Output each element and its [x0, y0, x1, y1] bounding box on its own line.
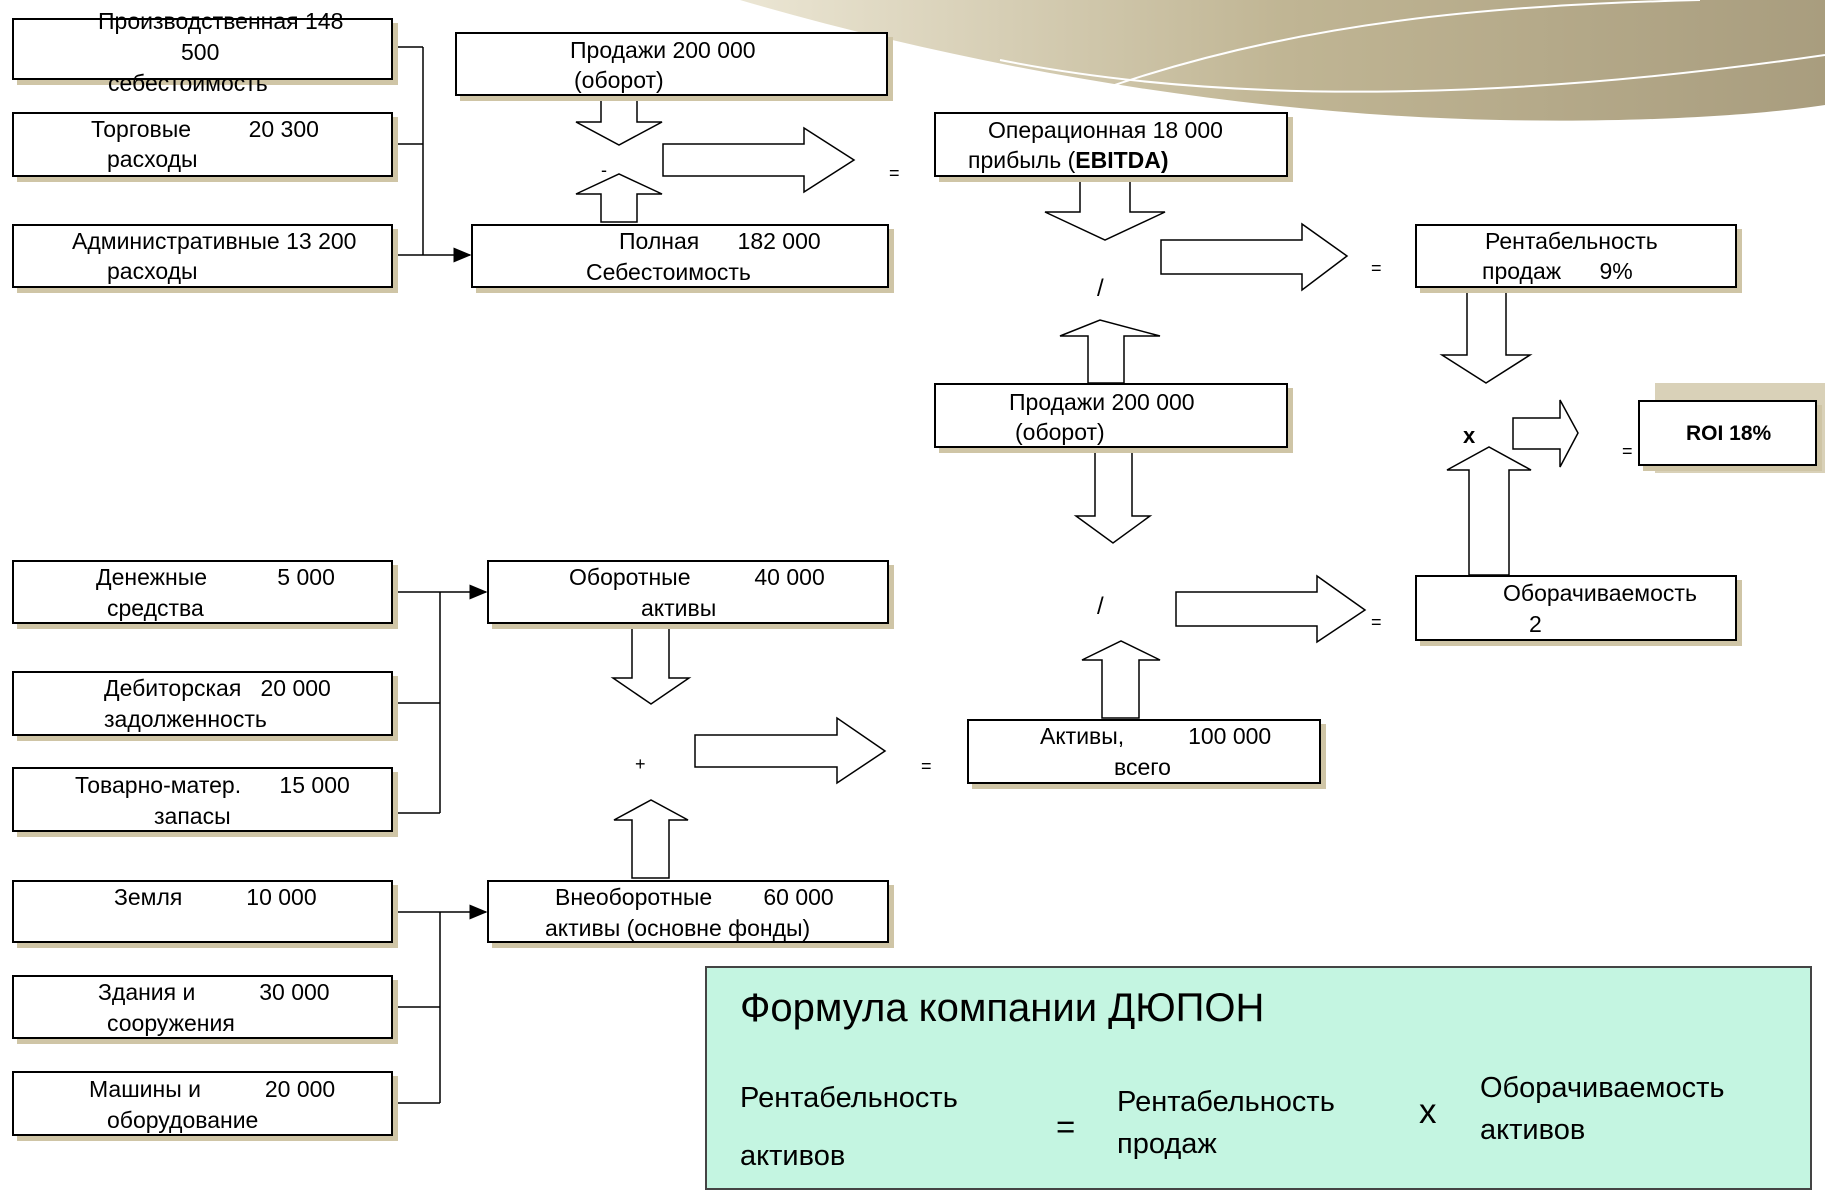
sales-mid-line2: (оборот): [1015, 419, 1105, 445]
formula-left-line2: активов: [740, 1140, 846, 1172]
formula-equals: =: [1056, 1108, 1076, 1145]
total-assets-line1: Активы, 100 000: [1040, 723, 1272, 749]
sales-top-line2: (оборот): [574, 67, 664, 93]
buildings-line2: сооружения: [107, 1010, 235, 1036]
buildings-line1: Здания и 30 000: [98, 979, 330, 1005]
machinery-box: Машины и 20 000 оборудование: [12, 1071, 393, 1136]
minus-operator: -: [601, 160, 607, 180]
noncurrent-assets-box: Внеоборотные 60 000 активы (основне фонд…: [487, 880, 889, 943]
arrow-right-to-ros: [1160, 222, 1349, 292]
selling-expenses-box: Торговые 20 300 расходы: [12, 112, 393, 177]
sales-mid-line1: Продажи 200 000: [1009, 389, 1195, 415]
admin-expenses-line1: Административные 13 200: [72, 228, 357, 254]
dupont-formula-panel: Формула компании ДЮПОН Рентабельность ак…: [705, 966, 1812, 1190]
inventory-line1: Товарно-матер. 15 000: [75, 772, 350, 798]
current-assets-box: Оборотные 40 000 активы: [487, 560, 889, 624]
arrow-down-profit: [1044, 179, 1166, 241]
receivables-line2: задолженность: [104, 706, 267, 732]
inventory-line2: запасы: [154, 803, 231, 829]
roi-box: ROI 18%: [1638, 400, 1817, 466]
cash-line1: Денежные 5 000: [96, 564, 335, 590]
arrow-right-to-roi: [1512, 399, 1579, 468]
arrow-right-to-profit: [662, 126, 856, 194]
arrow-up-turnover: [1446, 446, 1532, 576]
formula-right-line1: Оборачиваемость: [1480, 1072, 1725, 1104]
turnover-line1: Оборачиваемость: [1503, 580, 1697, 606]
production-cost-box: Производственная 148 500 себестоимость: [12, 8, 393, 96]
connector-noncurrent-assets: [393, 904, 488, 1104]
machinery-line2: оборудование: [107, 1107, 259, 1133]
total-assets-line2: всего: [1114, 754, 1171, 780]
return-on-sales-box: Рентабельность продаж 9%: [1415, 224, 1737, 288]
total-cost-line2: Себестоимость: [586, 259, 751, 285]
arrow-up-total-cost: [575, 173, 663, 223]
total-assets-box: Активы, 100 000 всего: [967, 719, 1321, 784]
equals-operator-assets: =: [921, 756, 932, 776]
operating-profit-line2: прибыль (EBITDA): [968, 147, 1169, 173]
buildings-box: Здания и 30 000 сооружения: [12, 975, 393, 1039]
return-on-sales-line1: Рентабельность: [1485, 228, 1658, 254]
sales-top-line1: Продажи 200 000: [570, 37, 756, 63]
machinery-line1: Машины и 20 000: [89, 1076, 336, 1102]
admin-expenses-box: Административные 13 200 расходы: [12, 224, 393, 288]
arrow-down-ros: [1439, 287, 1533, 384]
noncurrent-assets-line1: Внеоборотные 60 000: [555, 884, 834, 910]
admin-expenses-line2: расходы: [107, 258, 198, 284]
turnover-line2: 2: [1529, 611, 1542, 637]
selling-expenses-line2: расходы: [107, 146, 198, 172]
formula-mid-line1: Рентабельность: [1117, 1086, 1335, 1118]
land-box: Земля 10 000: [12, 880, 393, 943]
receivables-box: Дебиторская 20 000 задолженность: [12, 671, 393, 736]
arrow-up-sales-mid: [1059, 319, 1161, 384]
connector-current-assets: [393, 584, 488, 814]
turnover-box: Оборачиваемость 2: [1415, 575, 1737, 641]
divide-operator-ros: /: [1097, 275, 1104, 302]
current-assets-line2: активы: [641, 595, 717, 621]
arrow-down-sales-top: [575, 95, 663, 146]
equals-operator-turnover: =: [1371, 612, 1382, 632]
land-line1: Земля 10 000: [114, 884, 317, 910]
receivables-line1: Дебиторская 20 000: [104, 675, 331, 701]
plus-operator: +: [635, 754, 646, 774]
operating-profit-line1: Операционная 18 000: [988, 117, 1223, 143]
total-cost-box: Полная 182 000 Себестоимость: [471, 224, 889, 288]
multiply-operator: x: [1463, 423, 1476, 448]
connector-costs: [393, 46, 472, 263]
divide-operator-turnover: /: [1097, 593, 1104, 620]
arrow-up-total-assets: [1081, 640, 1161, 719]
formula-left-line1: Рентабельность: [740, 1082, 958, 1114]
sales-mid-box: Продажи 200 000 (оборот): [934, 383, 1288, 448]
arrow-right-to-turnover: [1175, 574, 1367, 644]
operating-profit-box: Операционная 18 000 прибыль (EBITDA): [934, 112, 1288, 177]
arrow-down-sales-mid: [1073, 449, 1153, 544]
cash-box: Денежные 5 000 средства: [12, 560, 393, 624]
inventory-box: Товарно-матер. 15 000 запасы: [12, 767, 393, 832]
equals-operator-roi: =: [1622, 441, 1633, 461]
formula-right-line2: активов: [1480, 1114, 1586, 1146]
selling-expenses-line1: Торговые 20 300: [91, 116, 319, 142]
production-cost-line1: Производственная 148: [98, 8, 344, 34]
equals-operator-ros: =: [1371, 258, 1382, 278]
roi-label: ROI 18%: [1686, 422, 1772, 445]
return-on-sales-line2: продаж 9%: [1482, 258, 1633, 284]
arrow-right-to-total-assets: [694, 716, 887, 785]
arrow-down-current-assets: [610, 624, 692, 705]
formula-mid-line2: продаж: [1117, 1128, 1217, 1160]
equals-operator-profit: =: [889, 163, 900, 183]
cash-line2: средства: [107, 595, 204, 621]
arrow-up-noncurrent-assets: [613, 799, 689, 879]
production-cost-line3: себестоимость: [108, 70, 268, 96]
formula-multiply: x: [1419, 1092, 1437, 1131]
noncurrent-assets-line2: активы (основне фонды): [545, 915, 811, 941]
current-assets-line1: Оборотные 40 000: [569, 564, 825, 590]
sales-top-box: Продажи 200 000 (оборот): [455, 32, 888, 96]
total-cost-line1: Полная 182 000: [619, 228, 821, 254]
formula-title: Формула компании ДЮПОН: [740, 986, 1265, 1030]
production-cost-line2: 500: [181, 39, 220, 65]
